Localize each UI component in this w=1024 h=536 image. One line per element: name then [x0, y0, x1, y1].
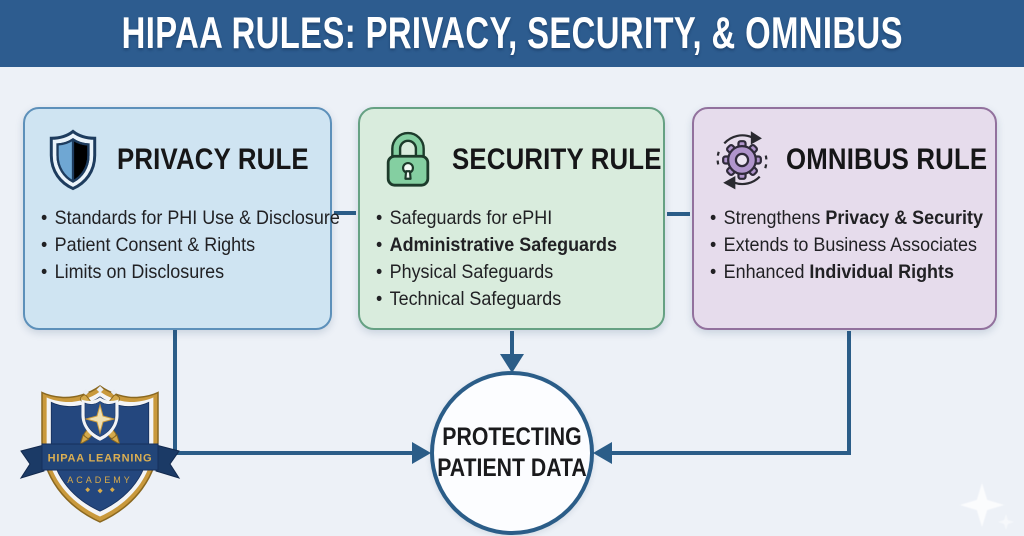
badge-title-text: HIPAA LEARNING: [48, 453, 153, 465]
connector-omnibus-to-circle: [610, 331, 851, 455]
security-bullet-list: Safeguards for ePHI Administrative Safeg…: [376, 205, 649, 313]
bullet-text: Safeguards for ePHI: [389, 207, 553, 229]
badge-inner-emblem: [81, 397, 119, 441]
arrowhead-right-icon: [412, 442, 431, 464]
bullet-text: Patient Consent & Rights: [54, 234, 256, 256]
security-card-header: SECURITY RULE: [376, 125, 661, 195]
bullet-text-bold: Individual Rights: [809, 261, 954, 283]
bullet-text-bold: Privacy & Security: [825, 207, 983, 229]
bullet-item: Patient Consent & Rights: [41, 232, 294, 259]
sparkle-icon: [998, 514, 1014, 530]
bullet-item: Administrative Safeguards: [376, 232, 627, 259]
bullet-item: Extends to Business Associates: [710, 232, 977, 259]
bullet-item: Strengthens Privacy & Security: [710, 205, 983, 232]
omnibus-rule-title: OMNIBUS RULE: [786, 143, 988, 176]
badge-ribbon: HIPAA LEARNING: [19, 443, 181, 479]
omnibus-card-header: OMNIBUS RULE: [710, 125, 987, 195]
badge-bottom-dots: [85, 487, 115, 494]
bullet-item: Limits on Disclosures: [41, 259, 294, 286]
bullet-text: Strengthens: [723, 207, 826, 229]
privacy-card-header: PRIVACY RULE: [41, 125, 316, 195]
privacy-rule-title: PRIVACY RULE: [117, 143, 309, 176]
bullet-text: Administrative Safeguards: [389, 234, 617, 256]
header-banner: HIPAA RULES: PRIVACY, SECURITY, & OMNIBU…: [0, 0, 1024, 67]
bullet-text: Limits on Disclosures: [54, 261, 225, 283]
security-rule-title: SECURITY RULE: [452, 143, 662, 176]
bullet-item: Physical Safeguards: [376, 259, 627, 286]
bullet-text: Extends to Business Associates: [723, 234, 977, 256]
sparkle-icon: [960, 483, 1004, 527]
gear-sync-icon: [710, 128, 774, 192]
bullet-item: Enhanced Individual Rights: [710, 259, 959, 286]
protecting-patient-data-circle: PROTECTING PATIENT DATA: [430, 371, 594, 535]
circle-text-line1: PROTECTING: [442, 423, 582, 451]
omnibus-rule-card: OMNIBUS RULE Strengthens Privacy & Secur…: [692, 107, 997, 330]
shield-icon: [41, 128, 105, 192]
bullet-item: Technical Safeguards: [376, 286, 627, 313]
bullet-text: Physical Safeguards: [389, 261, 554, 283]
bullet-text: Technical Safeguards: [389, 288, 562, 310]
privacy-rule-card: PRIVACY RULE Standards for PHI Use & Dis…: [23, 107, 340, 330]
bullet-item: Safeguards for ePHI: [376, 205, 627, 232]
hipaa-learning-academy-badge: HIPAA LEARNING ACADEMY: [19, 385, 181, 523]
badge-top-stars: [82, 385, 118, 396]
badge-subtitle-text: ACADEMY: [67, 475, 133, 485]
badge-star-icon: [84, 403, 116, 435]
omnibus-bullet-list: Strengthens Privacy & Security Extends t…: [710, 205, 983, 286]
bullet-text: Standards for PHI Use & Disclosure: [54, 207, 340, 229]
bullet-text: Enhanced: [723, 261, 810, 283]
bullet-item: Standards for PHI Use & Disclosure: [41, 205, 340, 232]
arrowhead-left-icon: [593, 442, 612, 464]
lock-icon: [376, 128, 440, 192]
security-rule-card: SECURITY RULE Safeguards for ePHI Admini…: [358, 107, 665, 330]
connector-privacy-to-circle: [173, 328, 414, 455]
page-title: HIPAA RULES: PRIVACY, SECURITY, & OMNIBU…: [121, 8, 903, 58]
privacy-bullet-list: Standards for PHI Use & Disclosure Patie…: [41, 205, 340, 286]
circle-text-line2: PATIENT DATA: [437, 454, 587, 482]
